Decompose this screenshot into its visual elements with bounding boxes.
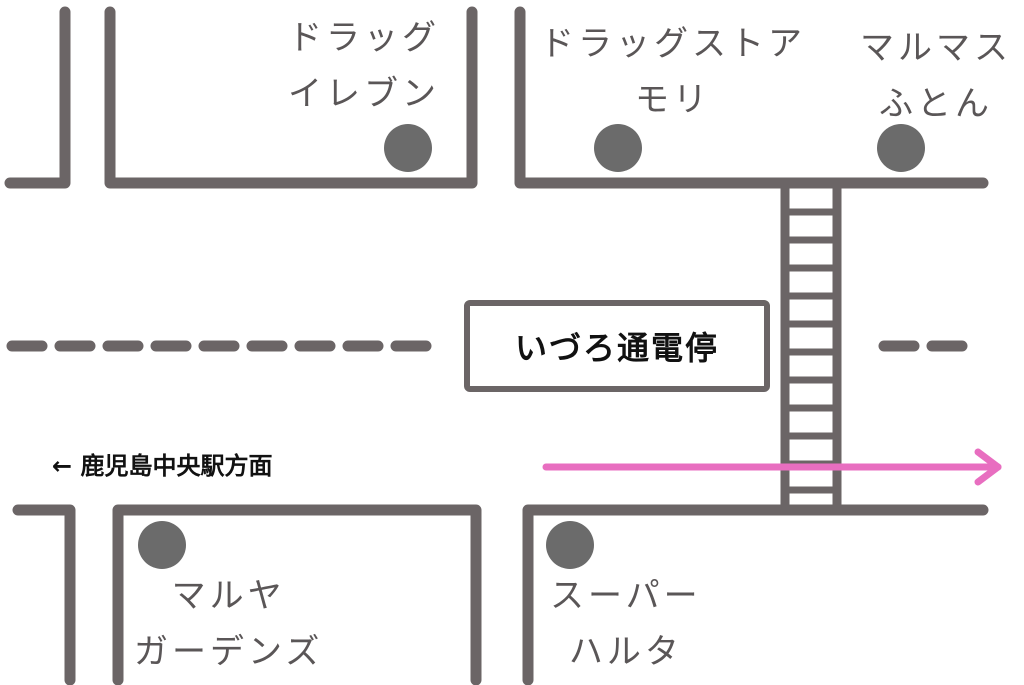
store-name-line1: スーパー: [550, 576, 702, 616]
road-block-bottom-left: [112, 504, 482, 685]
road-block-bottom-right: [522, 504, 989, 685]
store-name-line1: マルヤ: [171, 576, 286, 616]
store-name-line2: モリ: [635, 80, 711, 120]
store-name-line2: ガーデンズ: [134, 632, 324, 672]
store-name-line1: ドラッグ: [288, 18, 440, 58]
store-label-drug-eleven: ドラッグ イレブン: [288, 10, 440, 122]
circle-marker-icon: [384, 124, 432, 172]
store-label-super-haruta: スーパー ハルタ: [550, 568, 702, 680]
store-markers: [138, 124, 925, 569]
store-name-line2: ふとん: [879, 84, 993, 124]
circle-marker-icon: [138, 521, 186, 569]
crosswalk-rungs: [785, 208, 837, 494]
road-block-bottom-far-left: [12, 504, 76, 685]
store-label-drugstore-mori: ドラッグストア モリ: [540, 16, 806, 128]
store-label-maruya-gardens: マルヤ ガーデンズ: [134, 568, 323, 680]
circle-marker-icon: [546, 521, 594, 569]
store-name-line2: イレブン: [288, 74, 440, 114]
tram-stop-name: いづろ通電停: [514, 329, 719, 367]
road-block-top-left: [104, 6, 478, 189]
crosswalk: [780, 186, 842, 506]
road-block-top-right: [514, 6, 989, 189]
road-outlines: [4, 6, 989, 685]
circle-marker-icon: [877, 124, 925, 172]
store-name-line1: マルマス: [860, 28, 1012, 68]
store-label-marumasu-futon: マルマス ふとん: [860, 20, 1012, 132]
route-arrow: [542, 448, 1002, 486]
store-name-line1: ドラッグストア: [540, 24, 806, 64]
direction-label: ← 鹿児島中央駅方面: [52, 452, 273, 480]
arrow-right-icon: [974, 448, 1002, 486]
road-block-top-far-left: [4, 6, 71, 189]
tram-stop-sign: いづろ通電停: [464, 300, 770, 392]
store-name-line2: ハルタ: [568, 632, 683, 672]
circle-marker-icon: [594, 124, 642, 172]
